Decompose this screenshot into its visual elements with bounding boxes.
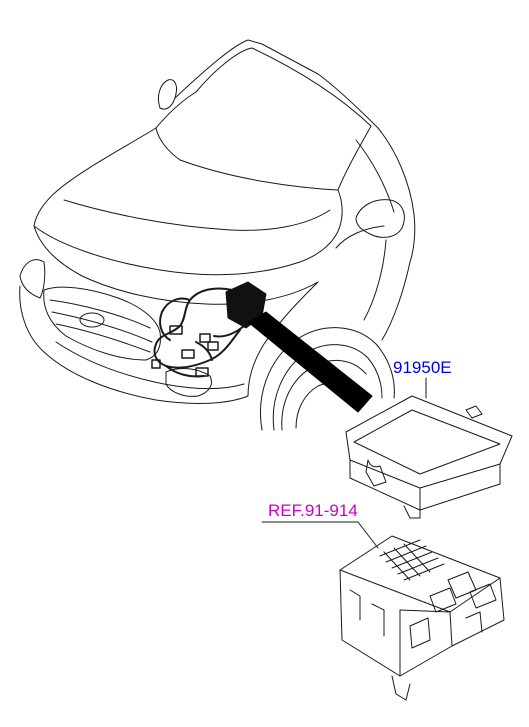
wiring-harness-illustration xyxy=(151,281,373,413)
cover-side-face xyxy=(419,463,501,511)
door-line xyxy=(335,225,387,321)
box-front xyxy=(339,569,401,677)
cover-rim xyxy=(353,409,501,475)
hood-crease-left xyxy=(63,199,231,231)
connector-4 xyxy=(181,349,195,359)
junction-box-illustration xyxy=(261,521,505,701)
connector-6 xyxy=(151,359,161,369)
body-side-line xyxy=(381,261,411,341)
vehicle-front-illustration xyxy=(19,39,416,431)
fog-lamp-housing xyxy=(165,368,212,397)
box-right xyxy=(451,577,505,647)
grille-outline xyxy=(43,286,161,361)
a-pillar xyxy=(377,127,416,263)
part-number-label: 91950E xyxy=(393,358,452,377)
cover-top xyxy=(345,395,513,489)
leader-line-ref xyxy=(261,521,379,549)
fuse-grid xyxy=(379,539,445,581)
wheel-arch-inner xyxy=(272,344,383,431)
front-bumper xyxy=(19,285,249,404)
cover-part-illustration xyxy=(345,377,513,519)
side-mirror-left xyxy=(157,79,177,110)
connector-2 xyxy=(199,333,211,343)
harness-branch-top xyxy=(159,297,191,341)
box-details xyxy=(349,589,483,649)
connector-1 xyxy=(169,325,183,335)
grille-bar-1 xyxy=(49,299,151,329)
harness-branch-right xyxy=(195,325,245,361)
cover-tab xyxy=(403,505,421,519)
brand-emblem xyxy=(79,312,105,328)
box-side xyxy=(399,609,453,677)
connector-5 xyxy=(195,367,209,377)
hood-front-edge xyxy=(33,225,319,305)
bumper-lower xyxy=(55,341,245,389)
relay-blocks xyxy=(429,571,497,613)
box-bottom-connector xyxy=(391,675,411,701)
roof-outline xyxy=(174,39,379,129)
cover-clip xyxy=(465,405,483,419)
front-fender xyxy=(247,281,319,397)
connector-3 xyxy=(207,341,219,351)
hood-crease-right xyxy=(229,209,331,231)
cover-front-face xyxy=(349,459,421,511)
reference-label: REF.91-914 xyxy=(268,501,358,520)
side-glass-line xyxy=(355,139,395,213)
side-mirror-right xyxy=(355,199,405,238)
windshield xyxy=(155,47,372,191)
wheel-arch xyxy=(260,327,395,431)
callout-wedge xyxy=(247,311,373,413)
hood-outline xyxy=(33,127,343,276)
grille-bar-3 xyxy=(55,323,151,353)
headlight-left xyxy=(19,259,46,299)
cover-latch xyxy=(365,459,387,487)
